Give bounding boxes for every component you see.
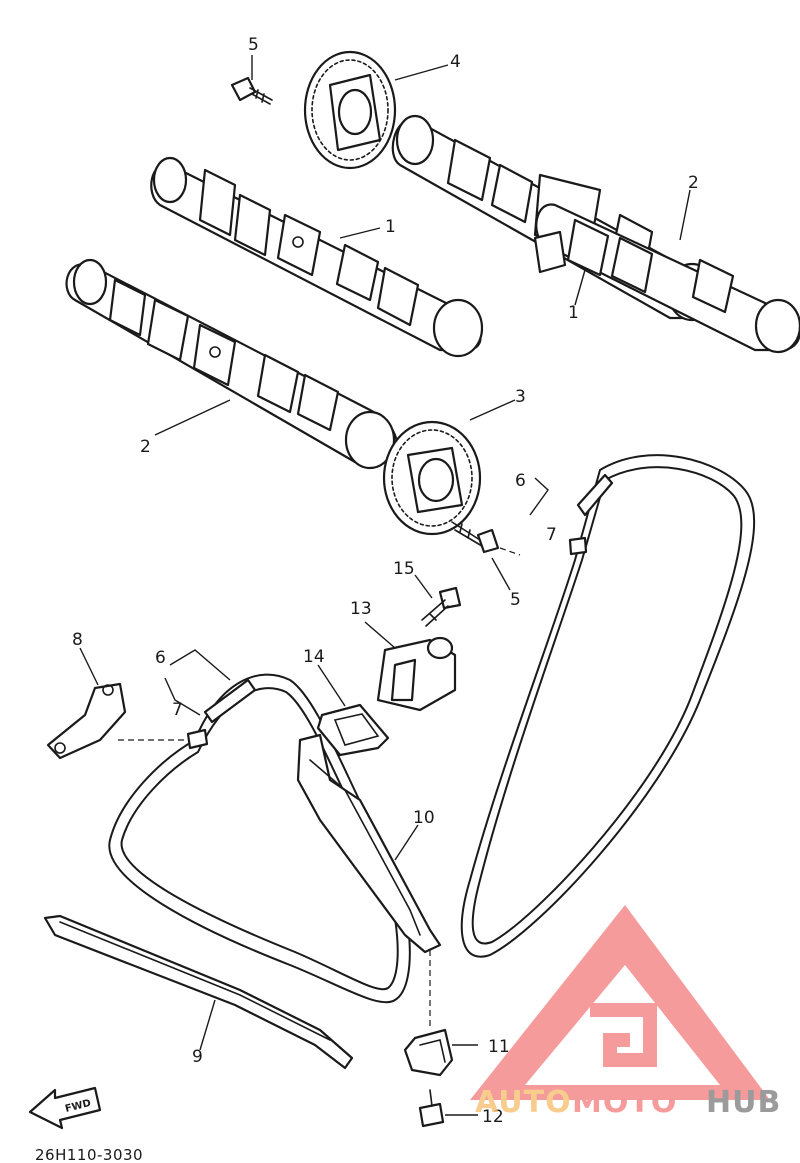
callout-15: 15 (393, 559, 415, 579)
camshaft-upper-left (150, 156, 484, 358)
callout-13: 13 (350, 599, 372, 619)
chain-guide-10 (296, 733, 442, 954)
chain-joint-6-7-right (568, 473, 614, 556)
callout-7-right: 7 (546, 525, 557, 545)
callout-6-left: 6 (155, 648, 166, 668)
cam-chain-left (108, 673, 411, 1004)
chain-joint-6-7-left (186, 678, 257, 750)
watermark-moto: MOTO (572, 1085, 677, 1120)
callout-1-left: 1 (385, 217, 396, 237)
chain-tensioner-13 (376, 636, 457, 712)
watermark-hub: HUB (706, 1085, 781, 1120)
callout-3: 3 (515, 387, 526, 407)
callout-6-right: 6 (515, 471, 526, 491)
bolt-15 (421, 586, 462, 627)
callout-2-right: 2 (688, 173, 699, 193)
dashed-lines (118, 547, 521, 1030)
callout-numbers: 5 4 1 2 1 2 3 6 7 5 15 13 14 8 6 7 10 9 … (72, 35, 699, 1127)
chain-guide-9 (43, 914, 354, 1070)
callout-14: 14 (303, 647, 325, 667)
bolt-5-middle (451, 521, 500, 554)
callout-12: 12 (482, 1107, 504, 1127)
chain-guide-8 (46, 682, 127, 760)
callout-11: 11 (488, 1037, 510, 1057)
leader-lines (79, 55, 691, 1116)
callout-4: 4 (450, 52, 461, 72)
diagram-code: 26H110-3030 (35, 1146, 143, 1163)
callout-8: 8 (72, 630, 83, 650)
watermark-triangle-icon (470, 905, 770, 1100)
cam-sprocket-top (303, 50, 397, 170)
cam-sprocket-middle (382, 420, 482, 536)
callout-9: 9 (192, 1047, 203, 1067)
fwd-arrow-icon: FWD (28, 1086, 102, 1130)
callout-5-top: 5 (248, 35, 259, 55)
callout-10: 10 (413, 808, 435, 828)
callout-1-right: 1 (568, 303, 579, 323)
callout-2-left: 2 (140, 437, 151, 457)
camshaft-upper-right-b (533, 203, 800, 354)
watermark-auto: AUTO (475, 1085, 572, 1120)
tensioner-gasket-14 (316, 703, 390, 757)
cam-chain-right (460, 454, 756, 958)
callout-7-left: 7 (172, 700, 183, 720)
bolt-12 (418, 1089, 445, 1128)
watermark-logo: AUTO MOTO HUB (470, 905, 781, 1120)
guide-stopper-11 (403, 1028, 454, 1077)
bolt-5-top (230, 76, 273, 105)
callout-5-middle: 5 (510, 590, 521, 610)
